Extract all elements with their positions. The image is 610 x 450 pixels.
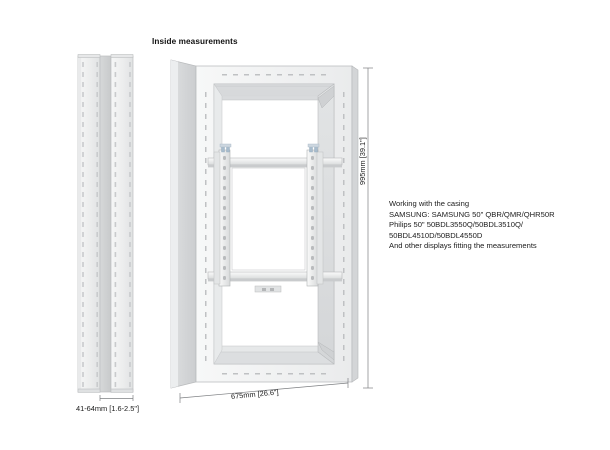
spec-philips-models-line2: 50BDL4510D/50BDL4550D (389, 230, 483, 240)
height-dimension-line (363, 67, 373, 389)
spec-samsung-models: SAMSUNG: SAMSUNG 50" QBR/QMR/QHR50R (389, 209, 555, 219)
spec-philips-models-line1: Philips 50" 50BDL3550Q/50BDL3510Q/ (389, 220, 523, 230)
inner-display-mount-bracket (207, 143, 343, 293)
depth-dimension-line (99, 395, 134, 401)
fastener-bolt-group-left (219, 143, 232, 153)
specifications-block: Working with the casing SAMSUNG: SAMSUNG… (389, 199, 589, 252)
width-dimension-line (179, 378, 349, 403)
spec-title: Working with the casing (389, 199, 470, 208)
page-title: Inside measurements (152, 37, 238, 46)
vertical-mounting-rails (77, 54, 134, 393)
depth-dimension-label: 41-64mm [1.6-2.5"] (76, 404, 140, 413)
spec-footer-note: And other displays fitting the measureme… (389, 241, 537, 251)
height-dimension-label: 995mm [39.1"] (358, 137, 367, 185)
fastener-bolt-group-right (307, 143, 320, 153)
